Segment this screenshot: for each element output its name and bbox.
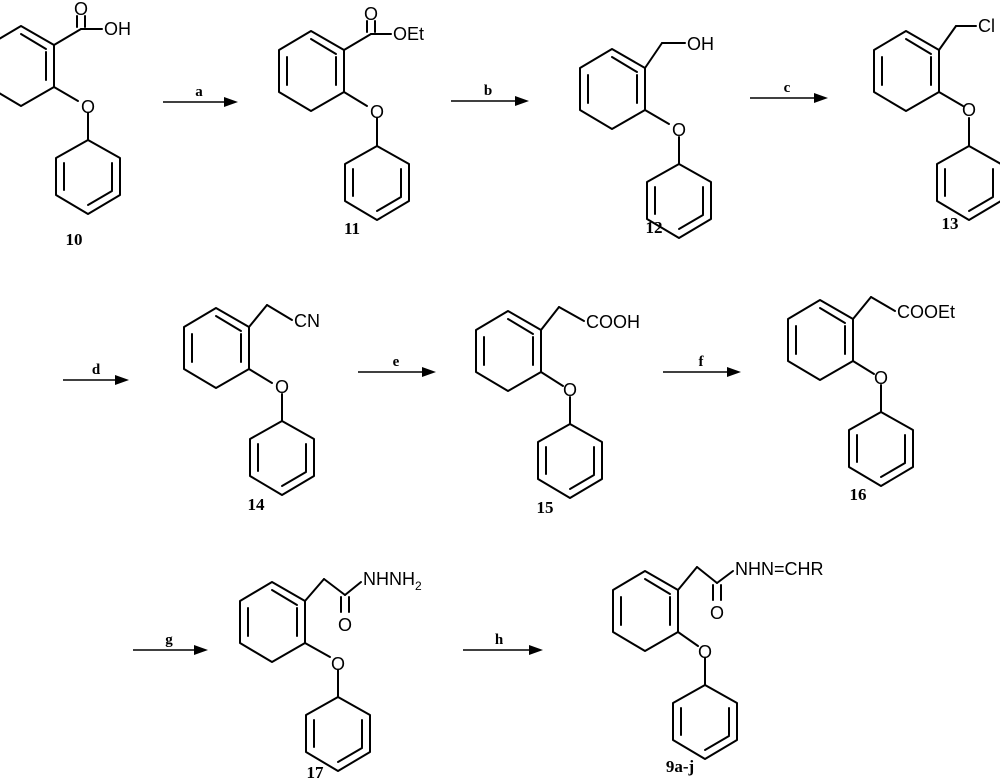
compound-16-ether-oxygen: O: [874, 368, 888, 388]
compound-17-structure: [239, 578, 371, 772]
compound-11-ether-oxygen: O: [370, 102, 384, 122]
compound-16: COOEt O 16: [787, 296, 955, 504]
compound-12: OH O 12: [579, 34, 714, 239]
compound-15-ether-oxygen: O: [563, 380, 577, 400]
compound-11-structure: [278, 20, 410, 221]
compound-14-structure: [183, 304, 315, 496]
reaction-label-d: d: [92, 362, 101, 378]
compound-12-ether-oxygen: O: [672, 120, 686, 140]
compound-15-label: 15: [537, 498, 554, 517]
reaction-arrow-e: e: [358, 354, 436, 377]
compound-11-label: 11: [344, 219, 360, 238]
reaction-arrow-g: g: [133, 632, 208, 655]
compound-12-hydroxyl: OH: [687, 34, 714, 54]
compound-9a-j-structure: [612, 566, 738, 760]
reaction-label-h: h: [495, 632, 504, 648]
compound-13-ether-oxygen: O: [962, 100, 976, 120]
reaction-arrow-h: h: [463, 632, 543, 655]
reaction-arrow-d: d: [63, 362, 129, 385]
compound-13-chlorine: Cl: [978, 16, 995, 36]
reaction-arrow-f: f: [663, 354, 741, 377]
compound-14-nitrile: CN: [294, 311, 320, 331]
compound-11-carbonyl-oxygen: O: [364, 4, 378, 24]
compound-15-carboxylic-acid: COOH: [586, 312, 640, 332]
compound-13: Cl O 13: [873, 16, 1000, 233]
reaction-label-c: c: [784, 80, 791, 96]
reaction-arrow-b: b: [451, 83, 529, 106]
reaction-arrow-c: c: [750, 80, 828, 103]
compound-9a-j-hydrazone: NHN=CHR: [735, 559, 824, 579]
compound-10-ether-oxygen: O: [81, 97, 95, 117]
compound-9a-j-ether-oxygen: O: [698, 642, 712, 662]
compound-10-label: 10: [66, 230, 83, 249]
compound-16-label: 16: [850, 485, 867, 504]
compound-12-structure: [579, 42, 712, 239]
reaction-label-e: e: [393, 354, 400, 370]
compound-16-ethyl-ester: COOEt: [897, 302, 955, 322]
compound-12-label: 12: [646, 218, 663, 237]
compound-11-ethoxy: OEt: [393, 24, 424, 44]
compound-10: O OH O 10: [0, 0, 131, 249]
compound-14-label: 14: [248, 495, 266, 514]
compound-9a-j-carbonyl-oxygen: O: [710, 603, 724, 623]
compound-10-structure: [0, 15, 121, 215]
reaction-label-b: b: [484, 83, 492, 99]
compound-14-ether-oxygen: O: [275, 377, 289, 397]
reaction-arrow-a: a: [163, 84, 238, 107]
compound-11: O OEt O 11: [278, 4, 424, 238]
compound-17-carbonyl-oxygen: O: [338, 615, 352, 635]
reaction-label-g: g: [165, 632, 173, 648]
compound-13-label: 13: [942, 214, 959, 233]
compound-17: NHNH2 O O 17: [239, 569, 422, 779]
compound-10-carbonyl-oxygen: O: [74, 0, 88, 19]
compound-13-structure: [873, 25, 1000, 221]
compound-17-ether-oxygen: O: [331, 654, 345, 674]
compound-17-hydrazide: NHNH2: [363, 569, 422, 593]
compound-15-structure: [475, 306, 603, 499]
compound-15: COOH O 15: [475, 306, 640, 517]
compound-14: CN O 14: [183, 304, 320, 514]
compound-17-label: 17: [307, 763, 325, 779]
compound-9a-j: NHN=CHR O O 9a-j: [612, 559, 824, 776]
compound-10-hydroxyl: OH: [104, 19, 131, 39]
compound-9a-j-label: 9a-j: [666, 757, 694, 776]
reaction-label-a: a: [195, 84, 203, 100]
reaction-label-f: f: [699, 354, 705, 370]
compound-16-structure: [787, 296, 914, 487]
